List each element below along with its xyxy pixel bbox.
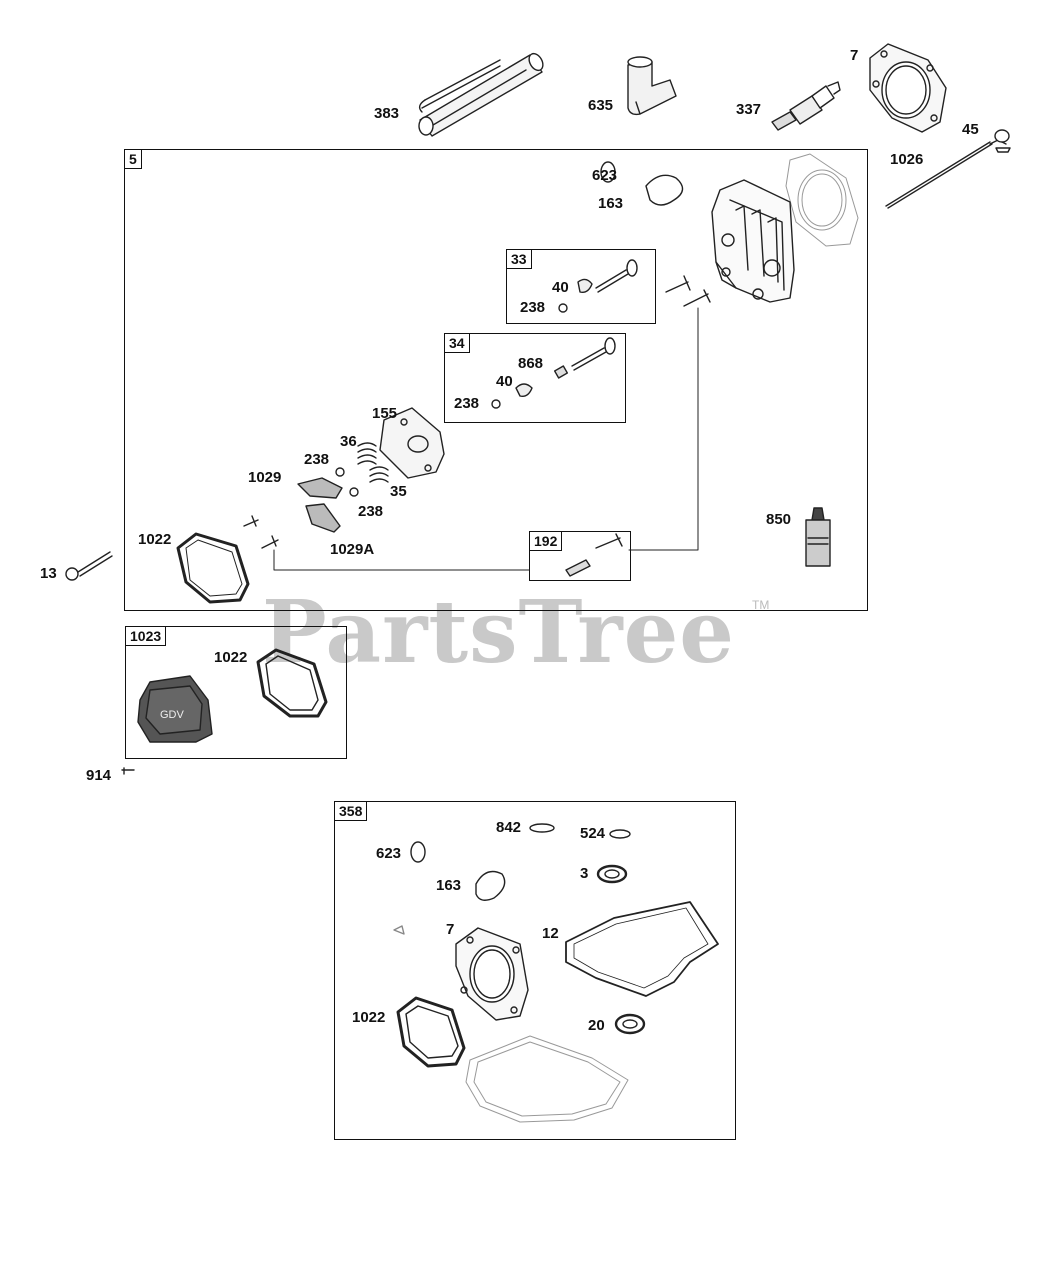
part-label-337[interactable]: 337 <box>736 101 762 118</box>
part-label-20[interactable]: 20 <box>588 1017 605 1034</box>
part-label-842[interactable]: 842 <box>496 819 522 836</box>
part-label-850[interactable]: 850 <box>766 511 792 528</box>
rocker-base-155-drawing <box>379 407 445 479</box>
part-label-1022-cover-kit[interactable]: 1022 <box>214 649 248 666</box>
part-label-1026[interactable]: 1026 <box>890 151 924 168</box>
stud-kit-stud-drawing <box>595 533 623 549</box>
stud-kit-nut-drawing <box>565 559 591 577</box>
frame-label-gasket-set: 358 <box>334 801 368 821</box>
sealant-850-drawing <box>805 507 831 567</box>
ghost-crankcase-gasket-drawing <box>465 1035 629 1123</box>
part-label-238-exhaust[interactable]: 238 <box>454 395 480 412</box>
intake-valve-drawing <box>558 259 638 313</box>
bolt-a-drawing <box>243 515 259 527</box>
o-ring-623-drawing <box>600 161 616 183</box>
part-label-13[interactable]: 13 <box>40 565 57 582</box>
crankcase-gasket-12-drawing <box>565 901 719 997</box>
exhaust-valve-drawing <box>491 337 616 409</box>
tool-383-drawing <box>418 52 544 137</box>
part-label-623[interactable]: 623 <box>592 167 618 184</box>
part-label-40-intake[interactable]: 40 <box>552 279 569 296</box>
svg-text:GDV: GDV <box>160 709 185 721</box>
gasket-set-1022-drawing <box>396 996 466 1068</box>
part-label-383[interactable]: 383 <box>374 105 400 122</box>
frame-gasket-set <box>334 801 736 1140</box>
cover-kit-gasket-1022-drawing <box>256 648 328 718</box>
valve-cover-drawing: GDV <box>137 675 213 743</box>
watermark: PartsTree <box>262 582 736 683</box>
frame-cylinder-head-assembly <box>124 149 868 611</box>
part-label-7-gasket-set[interactable]: 7 <box>446 921 455 938</box>
frame-exhaust-valve <box>444 333 626 423</box>
frame-label-main: 5 <box>124 149 142 169</box>
gasket-842-drawing <box>529 823 555 833</box>
part-label-623-gasket-set[interactable]: 623 <box>376 845 402 862</box>
rocker-arm-1029-drawing <box>297 477 343 499</box>
seal-20-drawing <box>614 1013 646 1035</box>
frame-valve-cover-kit <box>125 626 347 759</box>
ghost-head-gasket-drawing <box>785 153 859 247</box>
frame-label-exhaust-valve: 34 <box>444 333 470 353</box>
part-label-36[interactable]: 36 <box>340 433 357 450</box>
gasket-set-o-ring-623-drawing <box>410 841 426 863</box>
frame-label-cover-kit: 1023 <box>125 626 167 646</box>
bolt-b-drawing <box>261 535 279 549</box>
part-label-12[interactable]: 12 <box>542 925 559 942</box>
head-gasket-7-top-drawing <box>869 43 947 133</box>
rocker-arm-1029a-drawing <box>305 503 341 533</box>
part-label-524[interactable]: 524 <box>580 825 606 842</box>
stud-a-drawing <box>665 275 691 293</box>
gasket-524-drawing <box>609 829 631 839</box>
push-rod-45-drawing <box>885 129 1011 209</box>
cylinder-head-drawing <box>711 179 795 303</box>
part-label-7-top[interactable]: 7 <box>850 47 859 64</box>
seal-3-drawing <box>596 864 628 884</box>
boot-635-drawing <box>627 56 677 116</box>
frame-intake-valve <box>506 249 656 324</box>
part-label-914[interactable]: 914 <box>86 767 112 784</box>
part-label-40-exhaust[interactable]: 40 <box>496 373 513 390</box>
part-label-45[interactable]: 45 <box>962 121 979 138</box>
screw-914-drawing <box>121 767 135 775</box>
gasket-163-drawing <box>645 174 684 206</box>
stud-b-drawing <box>683 289 711 307</box>
small-part-drawing <box>393 925 405 935</box>
cover-gasket-1022-drawing <box>176 532 250 604</box>
gasket-set-163-drawing <box>475 870 506 901</box>
part-label-1029a[interactable]: 1029A <box>330 541 375 558</box>
frame-label-intake-valve: 33 <box>506 249 532 269</box>
spark-plug-337-drawing <box>771 81 841 131</box>
part-label-868[interactable]: 868 <box>518 355 544 372</box>
part-label-1022[interactable]: 1022 <box>138 531 172 548</box>
part-label-3[interactable]: 3 <box>580 865 589 882</box>
gasket-set-head-gasket-7-drawing <box>455 927 529 1021</box>
part-label-238-intake[interactable]: 238 <box>520 299 546 316</box>
part-label-35[interactable]: 35 <box>390 483 407 500</box>
valve-springs-drawing <box>335 442 389 497</box>
part-label-238-left[interactable]: 238 <box>304 451 330 468</box>
bolt-13-drawing <box>65 551 113 581</box>
part-label-635[interactable]: 635 <box>588 97 614 114</box>
frame-stud-kit <box>529 531 631 581</box>
part-label-1022-gasket-set[interactable]: 1022 <box>352 1009 386 1026</box>
watermark-trademark: TM <box>752 598 770 612</box>
part-label-1029[interactable]: 1029 <box>248 469 282 486</box>
part-label-155[interactable]: 155 <box>372 405 398 422</box>
part-label-163[interactable]: 163 <box>598 195 624 212</box>
part-label-238-lower[interactable]: 238 <box>358 503 384 520</box>
frame-label-stud-kit: 192 <box>529 531 563 551</box>
leader-lines <box>273 307 699 571</box>
part-label-163-gasket-set[interactable]: 163 <box>436 877 462 894</box>
